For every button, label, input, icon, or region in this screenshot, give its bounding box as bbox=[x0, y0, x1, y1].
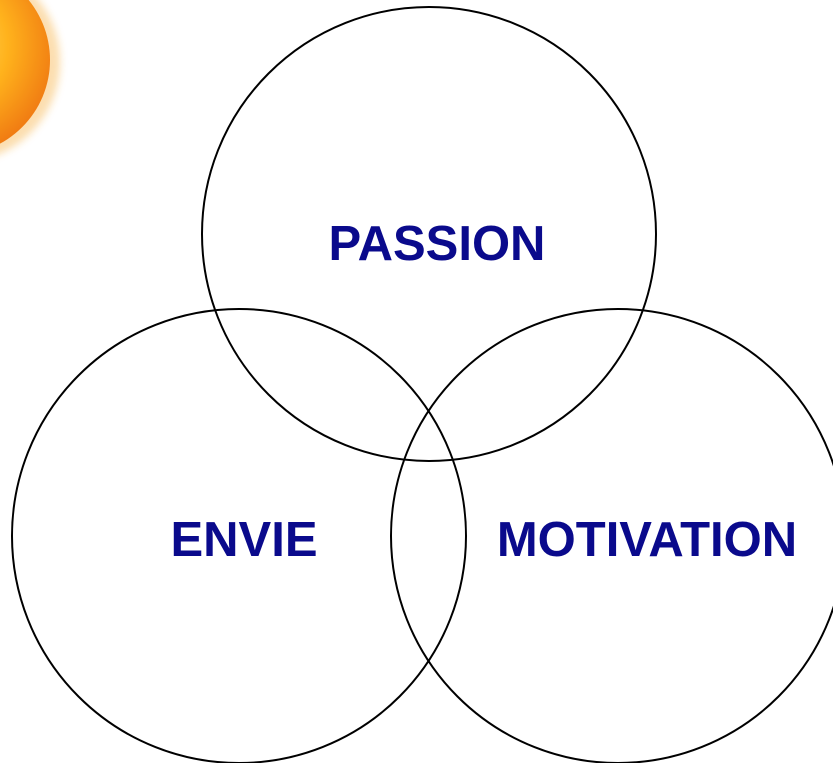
circle-envie bbox=[11, 308, 467, 763]
label-envie: ENVIE bbox=[170, 513, 317, 567]
label-motivation: MOTIVATION bbox=[497, 513, 797, 567]
sun-icon bbox=[0, 0, 60, 154]
label-passion: PASSION bbox=[329, 217, 546, 271]
circle-motivation bbox=[390, 308, 833, 763]
circle-passion bbox=[201, 6, 657, 462]
